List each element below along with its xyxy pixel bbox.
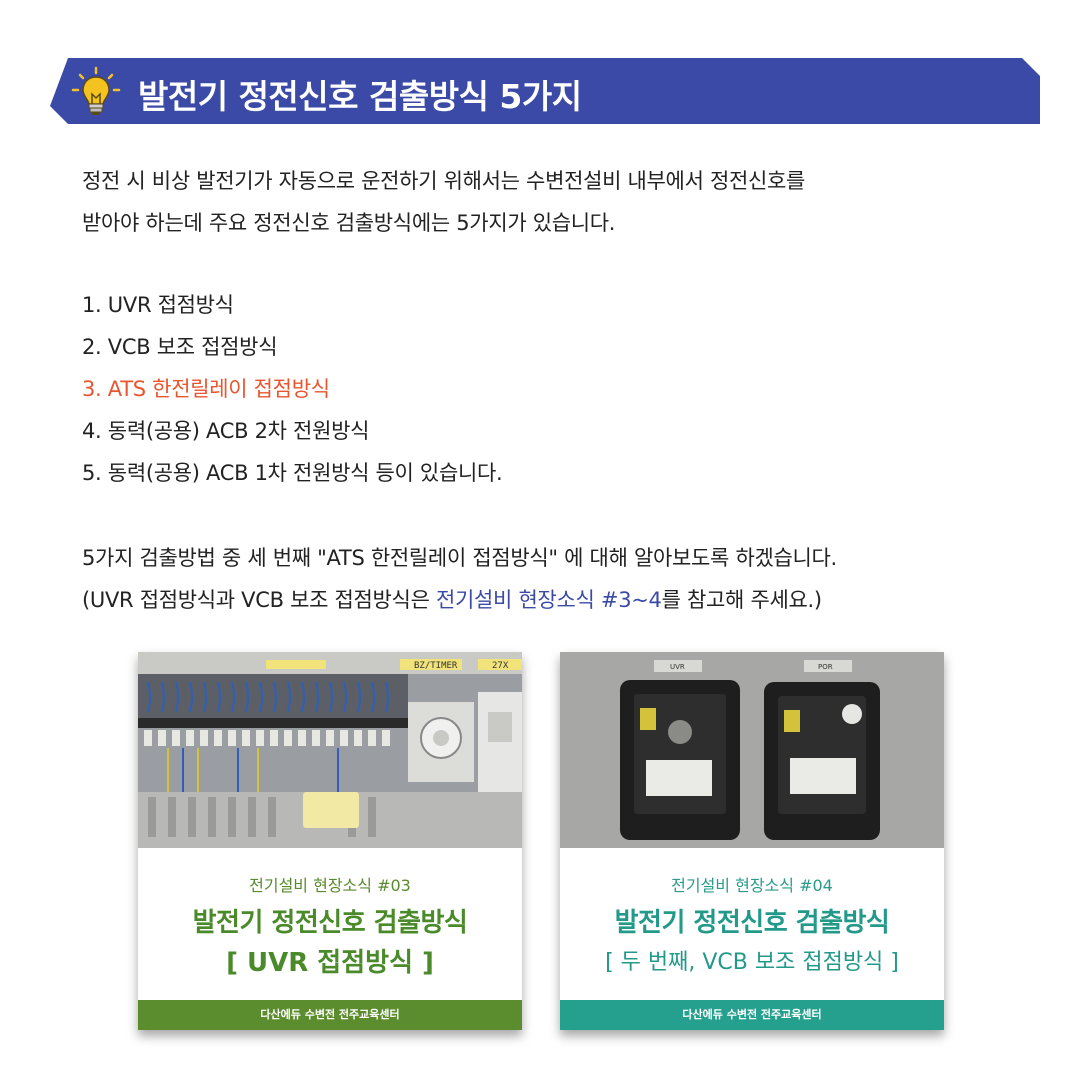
photo-label: BZ/TIMER — [414, 661, 458, 671]
control-panel-photo: BZ/TIMER 27X — [138, 652, 522, 848]
photo-label: UVR — [670, 663, 685, 671]
article-card-04[interactable]: UVR POR 전기설비 현장소식 #04 발전기 정전신호 검출방식 [ 두 … — [560, 652, 944, 1030]
method-list: 1. UVR 접점방식 2. VCB 보조 접점방식 3. ATS 한전릴레이 … — [82, 284, 503, 494]
card-footer: 다산에듀 수변전 전주교육센터 — [138, 1000, 522, 1030]
outro-text-post: 를 참고해 주세요.) — [661, 588, 822, 612]
relay-photo: UVR POR — [560, 652, 944, 848]
list-item-highlighted: 3. ATS 한전릴레이 접점방식 — [82, 377, 330, 401]
photo-label: 27X — [492, 661, 509, 671]
outro-paragraph: 5가지 검출방법 중 세 번째 "ATS 한전릴레이 접점방식" 에 대해 알아… — [82, 537, 1042, 621]
card-subtitle: 전기설비 현장소식 #04 — [671, 876, 833, 895]
photo-label: POR — [818, 663, 833, 671]
outro-text-pre: (UVR 접점방식과 VCB 보조 접점방식은 — [82, 588, 436, 612]
outro-line-1: 5가지 검출방법 중 세 번째 "ATS 한전릴레이 접점방식" 에 대해 알아… — [82, 546, 837, 570]
list-item: 4. 동력(공용) ACB 2차 전원방식 — [82, 419, 370, 443]
card-title: 발전기 정전신호 검출방식 — [192, 908, 468, 938]
outro-line-2: (UVR 접점방식과 VCB 보조 접점방식은 전기설비 현장소식 #3~4를 … — [82, 579, 1042, 621]
intro-line-2: 받아야 하는데 주요 정전신호 검출방식에는 5가지가 있습니다. — [82, 211, 616, 235]
list-item: 5. 동력(공용) ACB 1차 전원방식 등이 있습니다. — [82, 461, 503, 485]
card-title-method: [ UVR 접점방식 ] — [226, 948, 434, 978]
card-title: 발전기 정전신호 검출방식 — [614, 908, 890, 938]
field-news-link[interactable]: 전기설비 현장소식 #3~4 — [435, 588, 662, 612]
card-footer: 다산에듀 수변전 전주교육센터 — [560, 1000, 944, 1030]
card-title-method: [ 두 번째, VCB 보조 접점방식 ] — [605, 950, 899, 975]
lightbulb-icon — [71, 66, 121, 115]
list-item: 2. VCB 보조 접점방식 — [82, 335, 278, 359]
intro-line-1: 정전 시 비상 발전기가 자동으로 운전하기 위해서는 수변전설비 내부에서 정… — [82, 169, 806, 193]
header-banner — [50, 58, 1040, 124]
article-card-03[interactable]: BZ/TIMER 27X — [138, 652, 522, 1030]
list-item: 1. UVR 접점방식 — [82, 293, 234, 317]
card-subtitle: 전기설비 현장소식 #03 — [249, 876, 411, 895]
page-title: 발전기 정전신호 검출방식 5가지 — [138, 77, 582, 116]
intro-paragraph: 정전 시 비상 발전기가 자동으로 운전하기 위해서는 수변전설비 내부에서 정… — [82, 160, 1012, 244]
